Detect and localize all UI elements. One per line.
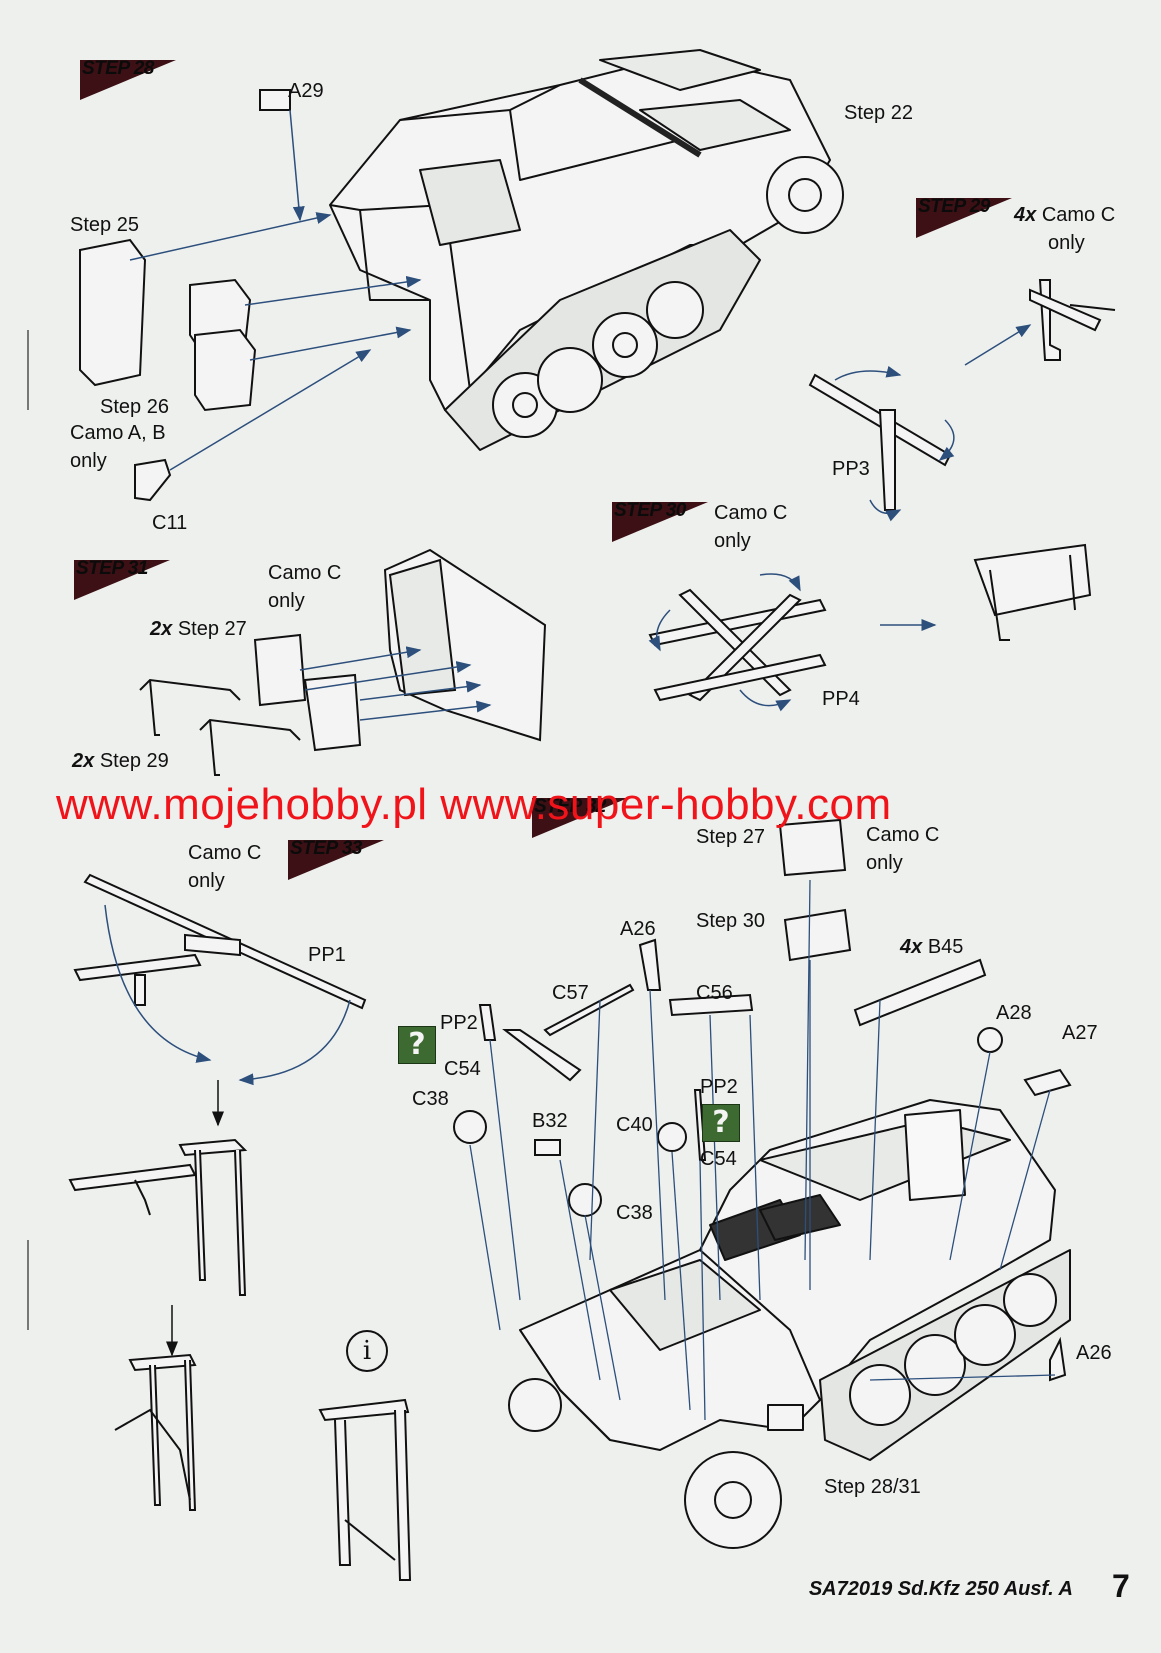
step30-camo: Camo C — [714, 502, 788, 524]
label-c38-mid: C38 — [616, 1202, 653, 1224]
label-pp4: PP4 — [822, 688, 860, 710]
step33-only: only — [188, 870, 225, 892]
step31-step27: 2x Step 27 — [150, 618, 247, 640]
pp3-part — [808, 279, 1116, 522]
label-c40: C40 — [616, 1114, 653, 1136]
label-step25: Step 25 — [70, 214, 139, 236]
label-a26-top: A26 — [620, 918, 656, 940]
label-only: only — [70, 450, 107, 472]
question-mark-icon: ? — [702, 1104, 740, 1142]
halftrack-lower-drawing — [508, 1099, 1071, 1549]
label-b32: B32 — [532, 1110, 568, 1132]
label-c54-left: C54 — [444, 1058, 481, 1080]
halftrack-upper-drawing — [329, 49, 844, 451]
pp4-part — [648, 543, 1092, 712]
step33-camo: Camo C — [188, 842, 262, 864]
footer-title: SA72019 Sd.Kfz 250 Ausf. A — [808, 1578, 1073, 1600]
label-a28: A28 — [996, 1002, 1032, 1024]
step31-step29: 2x Step 29 — [72, 750, 169, 772]
label-camo-ab: Camo A, B — [70, 422, 166, 444]
label-a27: A27 — [1062, 1022, 1098, 1044]
label-step22: Step 22 — [844, 102, 913, 124]
info-icon: i — [346, 1330, 388, 1372]
label-c11: C11 — [152, 512, 188, 534]
question-mark-icon: ? — [398, 1026, 436, 1064]
label-c57: C57 — [552, 982, 589, 1004]
label-c38-left: C38 — [412, 1088, 449, 1110]
step29-only: only — [1048, 232, 1085, 254]
label-c54-right: C54 — [700, 1148, 737, 1170]
label-step30: Step 30 — [696, 910, 765, 932]
step32-only: only — [866, 852, 903, 874]
step30-only: only — [714, 530, 751, 552]
step32-camo: Camo C — [866, 824, 940, 846]
label-step26: Step 26 — [100, 396, 169, 418]
step31-only: only — [268, 590, 305, 612]
page-number: 7 — [1112, 1568, 1130, 1604]
qty-4x: 4x — [1014, 204, 1037, 226]
pp1-sequence — [68, 873, 412, 1581]
step32-parts — [453, 818, 1072, 1421]
label-b45: 4x B45 — [900, 936, 964, 958]
step28-parts — [79, 89, 422, 502]
label-pp1: PP1 — [308, 944, 346, 966]
label-pp2-right: PP2 — [700, 1076, 738, 1098]
label-c56: C56 — [696, 982, 733, 1004]
step29-note: 4x Camo C — [1014, 202, 1115, 228]
step31-parts — [139, 548, 547, 776]
label-pp3: PP3 — [832, 458, 870, 480]
label-step27: Step 27 — [696, 826, 765, 848]
label-pp2-left: PP2 — [440, 1012, 478, 1034]
step31-camo: Camo C — [268, 562, 342, 584]
label-a29: A29 — [288, 80, 324, 102]
label-a26-right: A26 — [1076, 1342, 1112, 1364]
camo-c: Camo C — [1041, 204, 1116, 226]
label-step28-31: Step 28/31 — [824, 1476, 921, 1498]
watermark-text: www.mojehobby.pl www.super-hobby.com — [56, 780, 892, 829]
